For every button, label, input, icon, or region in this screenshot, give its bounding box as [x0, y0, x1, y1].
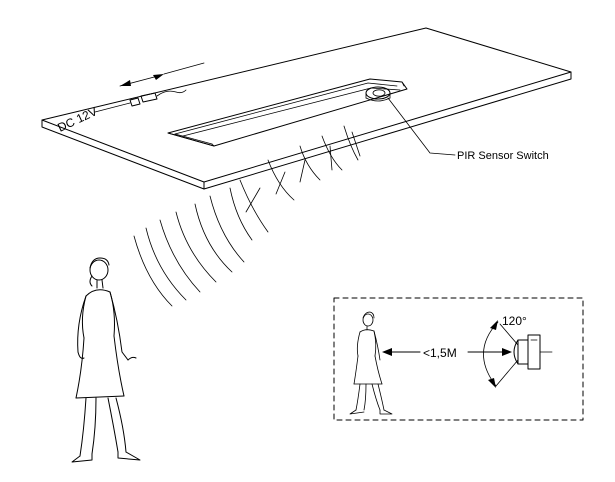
power-label: DC 12V [55, 104, 99, 134]
inset-sensor [513, 334, 553, 370]
connect-arrows [119, 62, 205, 87]
led-light-fixture [167, 78, 408, 147]
distance-label: <1,5M [423, 346, 457, 360]
angle-label: 120° [502, 314, 527, 328]
pir-sensor [365, 86, 391, 102]
angle-indicator [483, 320, 519, 388]
ceiling-panel [41, 27, 572, 190]
sensor-label: PIR Sensor Switch [457, 150, 549, 162]
power-cable [94, 89, 187, 113]
detection-waves [133, 125, 359, 307]
distance-arrow [382, 348, 512, 356]
detail-inset: <1,5M 120° [333, 297, 584, 421]
person-figure [71, 257, 141, 463]
inset-person [349, 311, 393, 415]
detection-rays [245, 131, 361, 213]
sensor-leader [387, 97, 456, 156]
